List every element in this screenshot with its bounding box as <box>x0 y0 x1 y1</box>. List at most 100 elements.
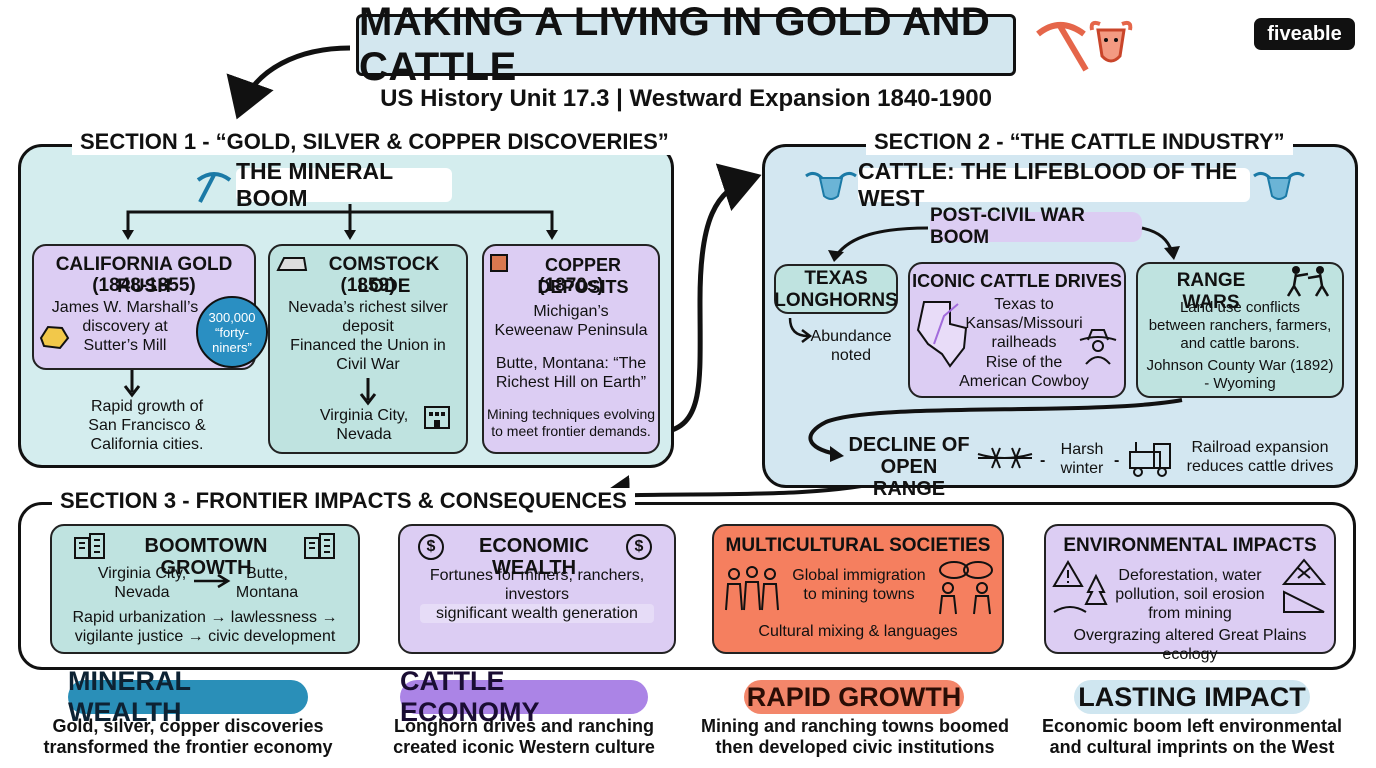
drives-line-3: railheads <box>991 334 1057 351</box>
comstock-lode-box <box>268 244 468 454</box>
section-2-label: SECTION 2 - “THE CATTLE INDUSTRY” <box>866 129 1293 155</box>
takeaway-impact-line-1: Economic boom left environmental <box>1041 716 1343 736</box>
copper-line-2: Keweenaw Peninsula <box>494 322 648 339</box>
decline-railroad-1: Railroad expansion <box>1191 439 1329 456</box>
decline-curve-arrow <box>808 398 1183 462</box>
gold-rush-line-2: discovery at <box>82 318 168 335</box>
comstock-outcome-1: Virginia City, <box>319 407 409 424</box>
copper-title: COPPER DEPOSITS <box>537 255 629 297</box>
decline-winter-2: winter <box>1060 460 1104 477</box>
environment-title: ENVIRONMENTAL IMPACTS <box>1063 535 1317 556</box>
wealth-line-1: Fortunes for miners, ranchers, <box>429 567 645 584</box>
city-icon <box>74 533 105 559</box>
comstock-outcome-2: Nevada <box>336 426 392 443</box>
arrow-down-icon <box>359 378 377 406</box>
takeaway-impact-line-2: and cultural imprints on the West <box>1049 737 1335 757</box>
takeaway-growth-line-2: then developed civic institutions <box>715 737 995 757</box>
boomtown-growth-box <box>50 524 360 654</box>
bull-icon <box>1253 171 1305 200</box>
texas-longhorns-box <box>774 264 898 314</box>
gold-rush-title: CALIFORNIA GOLD RUSH <box>55 254 233 297</box>
fighting-people-icon <box>1286 266 1330 297</box>
mineral-boom-topic: THE MINERAL BOOM <box>236 158 452 211</box>
takeaway-pill-impact: LASTING IMPACT <box>1074 680 1310 714</box>
environment-line-4: Overgrazing altered Great Plains ecology <box>1073 627 1307 663</box>
decline-title-1: DECLINE OF <box>848 434 970 456</box>
multicultural-line-3: Cultural mixing & languages <box>758 623 958 640</box>
arrow-right-icon <box>194 573 231 589</box>
takeaway-cattle-line-1: Longhorn drives and ranching <box>393 716 654 736</box>
copper-line-3: Butte, Montana: “The <box>495 355 647 372</box>
wealth-title: ECONOMIC WEALTH <box>479 535 589 579</box>
gold-nugget-icon <box>39 325 70 350</box>
silver-bar-icon <box>276 257 308 271</box>
pickaxe-icon <box>196 172 232 203</box>
copper-years: (1870s) <box>538 275 604 296</box>
longhorns-note-1: Abundance <box>810 328 892 345</box>
gold-rush-line-1: James W. Marshall’s <box>51 299 199 316</box>
cattle-drives-title: ICONIC CATTLE DRIVES <box>912 271 1122 291</box>
multicultural-title: MULTICULTURAL SOCIETIES <box>725 535 991 556</box>
range-wars-line-5: - Wyoming <box>1204 375 1276 392</box>
takeaway-growth-line-1: Mining and ranching towns boomed <box>701 716 1009 736</box>
gold-rush-years: (1848-1855) <box>92 275 196 296</box>
arrow-down-icon <box>123 370 141 398</box>
boomtown-to-1: Butte, <box>246 565 288 582</box>
boomtown-from-2: Nevada <box>114 584 170 601</box>
dollar-icon: $ <box>418 534 444 560</box>
range-wars-line-2: between ranchers, farmers, <box>1148 317 1332 334</box>
speaking-people-icon <box>939 561 993 615</box>
cattle-topic: CATTLE: THE LIFEBLOOD OF THE WEST <box>858 158 1250 211</box>
building-icon <box>424 406 450 429</box>
decline-railroad-2: reduces cattle drives <box>1186 458 1334 475</box>
boom-branch-arrows <box>828 226 1180 262</box>
gold-rush-outcome-3: California cities. <box>90 436 204 453</box>
copper-line-4: Richest Hill on Earth” <box>495 374 647 391</box>
barbed-wire-icon <box>977 447 1033 469</box>
copper-line-5: Mining techniques evolving <box>486 406 656 422</box>
boomtown-title: BOOMTOWN GROWTH <box>144 535 268 579</box>
takeaway-pill-cattle: CATTLE ECONOMY <box>400 666 648 727</box>
train-icon <box>1129 442 1171 477</box>
section-3-label: SECTION 3 - FRONTIER IMPACTS & CONSEQUEN… <box>52 488 635 514</box>
people-group-icon <box>725 566 779 611</box>
comstock-line-4: Civil War <box>336 356 400 373</box>
takeaway-mineral-line-2: transformed the frontier economy <box>43 737 333 757</box>
longhorns-title-2: LONGHORNS <box>774 290 898 311</box>
range-wars-line-3: and cattle barons. <box>1180 335 1300 352</box>
comstock-line-1: Nevada’s richest silver <box>288 299 448 316</box>
fiveable-logo[interactable]: fiveable <box>1254 18 1355 50</box>
texas-map-icon <box>916 301 968 368</box>
multicultural-box <box>712 524 1004 654</box>
comstock-line-2: deposit <box>342 318 394 335</box>
longhorns-note-2: noted <box>830 347 872 364</box>
decline-winter-1: Harsh <box>1060 441 1104 458</box>
forty-niners-badge: 300,000 “forty- niners” <box>196 296 268 368</box>
takeaway-pill-growth: RAPID GROWTH <box>744 680 964 714</box>
drives-line-5: American Cowboy <box>959 373 1089 390</box>
copper-deposits-box <box>482 244 660 454</box>
warning-tree-icon <box>1052 560 1108 613</box>
boomtown-line-2: vigilante justice → civic development <box>74 628 336 645</box>
copper-line-6: to meet frontier demands. <box>491 423 651 439</box>
copper-block-icon <box>490 254 508 272</box>
range-wars-line-4: Johnson County War (1892) <box>1146 357 1334 374</box>
comstock-title: COMSTOCK LODE <box>328 254 440 297</box>
longhorns-title-1: TEXAS <box>804 268 868 289</box>
multicultural-line-2: to mining towns <box>803 586 915 603</box>
environment-line-1: Deforestation, water <box>1118 567 1262 584</box>
copper-line-1: Michigan’s <box>533 303 609 320</box>
drives-line-2: Kansas/Missouri <box>965 315 1083 332</box>
section-1-label: SECTION 1 - “GOLD, SILVER & COPPER DISCO… <box>72 129 677 155</box>
takeaway-mineral-line-1: Gold, silver, copper discoveries <box>52 716 324 736</box>
environment-line-3: from mining <box>1148 605 1232 622</box>
city-icon <box>304 533 335 559</box>
cowboy-icon <box>1079 329 1117 365</box>
erosion-icon <box>1281 558 1327 613</box>
boomtown-line-1: Rapid urbanization → lawlessness → <box>72 609 338 626</box>
decline-title-2: OPEN RANGE <box>872 456 946 500</box>
drives-line-1: Texas to <box>994 296 1054 313</box>
comstock-years: (1859) <box>340 275 396 296</box>
takeaway-cattle-line-2: created iconic Western culture <box>393 737 655 757</box>
environment-line-2: pollution, soil erosion <box>1115 586 1265 603</box>
